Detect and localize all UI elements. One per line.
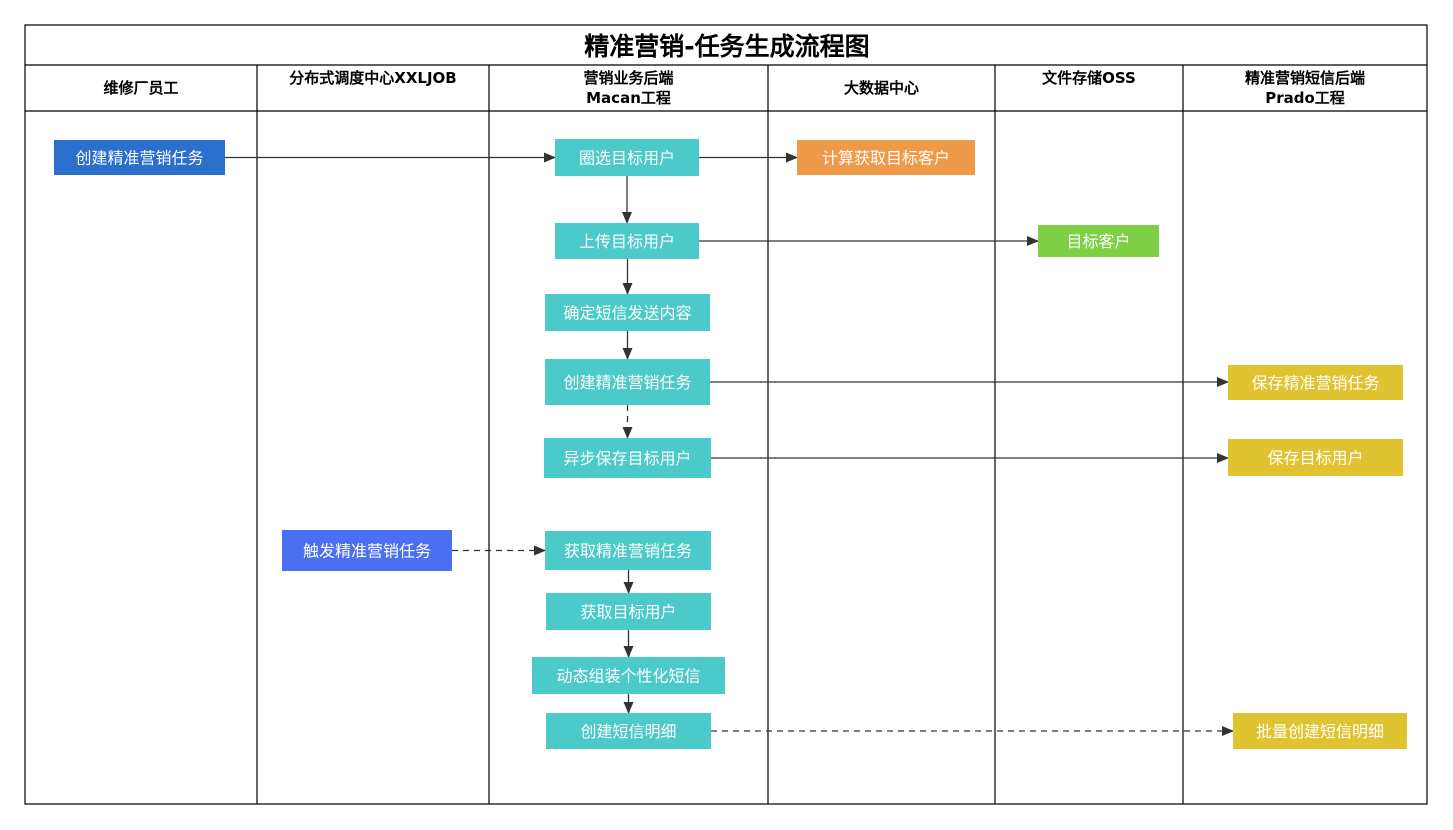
node-label: 动态组装个性化短信	[556, 667, 700, 686]
lane-bigdata-label: 大数据中心	[844, 79, 919, 97]
node-box	[546, 713, 711, 749]
node-box	[545, 359, 710, 405]
node-label: 创建精准营销任务	[75, 149, 203, 168]
outer-border	[24, 24, 1428, 805]
node-async-save-users: 异步保存目标用户	[544, 438, 711, 478]
node-label: 创建精准营销任务	[563, 373, 691, 392]
node-create-task-backend: 创建精准营销任务	[545, 359, 710, 405]
node-box	[544, 438, 711, 478]
node-upload-users: 上传目标用户	[555, 223, 699, 259]
node-fetch-users: 获取目标用户	[546, 593, 711, 630]
lane-sms-backend-label: 精准营销短信后端	[1245, 69, 1365, 87]
lane-headers: 维修厂员工 分布式调度中心XXLJOB 营销业务后端 Macan工程 大数据中心 文件存储…	[103, 69, 1365, 107]
node-label: 异步保存目标用户	[563, 449, 691, 468]
lane-xxljob-label: 分布式调度中心XXLJOB	[289, 69, 456, 87]
node-batch-create-sms-detail: 批量创建短信明细	[1233, 713, 1407, 749]
node-label: 保存精准营销任务	[1251, 374, 1379, 393]
node-box	[1228, 365, 1403, 400]
node-box	[545, 294, 710, 331]
node-box	[1038, 225, 1159, 257]
node-box	[1233, 713, 1407, 749]
node-label: 计算获取目标客户	[822, 149, 950, 168]
node-box	[545, 531, 711, 570]
node-select-users: 圈选目标用户	[555, 139, 699, 176]
node-confirm-sms: 确定短信发送内容	[545, 294, 710, 331]
node-save-task: 保存精准营销任务	[1228, 365, 1403, 400]
node-label: 获取精准营销任务	[564, 542, 692, 561]
node-label: 圈选目标用户	[579, 149, 675, 168]
node-create-task-staff: 创建精准营销任务	[54, 140, 225, 175]
node-box	[532, 657, 725, 694]
node-assemble-sms: 动态组装个性化短信	[532, 657, 725, 694]
node-fetch-task: 获取精准营销任务	[545, 531, 711, 570]
node-label: 触发精准营销任务	[303, 542, 431, 561]
diagram-title: 精准营销-任务生成流程图	[584, 32, 869, 61]
node-label: 创建短信明细	[580, 722, 676, 741]
flow-edges	[225, 152, 1234, 736]
node-compute-customers: 计算获取目标客户	[797, 140, 975, 175]
lane-marketing-backend-label: Macan工程	[586, 89, 671, 107]
node-box	[1228, 439, 1403, 476]
node-label: 获取目标用户	[580, 603, 676, 622]
node-label: 批量创建短信明细	[1256, 722, 1384, 741]
diagram-frame	[24, 24, 1428, 805]
node-label: 目标客户	[1066, 232, 1130, 251]
node-save-users: 保存目标用户	[1228, 439, 1403, 476]
node-label: 确定短信发送内容	[563, 304, 691, 323]
flow-nodes: 创建精准营销任务圈选目标用户计算获取目标客户上传目标用户目标客户确定短信发送内容…	[54, 139, 1407, 749]
node-box	[555, 223, 699, 259]
node-box	[555, 139, 699, 176]
node-box	[546, 593, 711, 630]
node-label: 上传目标用户	[579, 232, 675, 251]
node-box	[797, 140, 975, 175]
node-box	[282, 530, 452, 571]
lane-sms-backend-label: Prado工程	[1265, 89, 1345, 107]
lane-oss-label: 文件存储OSS	[1042, 69, 1136, 87]
node-label: 保存目标用户	[1267, 449, 1363, 468]
node-trigger-task: 触发精准营销任务	[282, 530, 452, 571]
lane-repair-staff-label: 维修厂员工	[103, 79, 178, 97]
node-box	[54, 140, 225, 175]
node-target-customers: 目标客户	[1038, 225, 1159, 257]
node-create-sms-detail: 创建短信明细	[546, 713, 711, 749]
lane-marketing-backend-label: 营销业务后端	[583, 69, 673, 87]
